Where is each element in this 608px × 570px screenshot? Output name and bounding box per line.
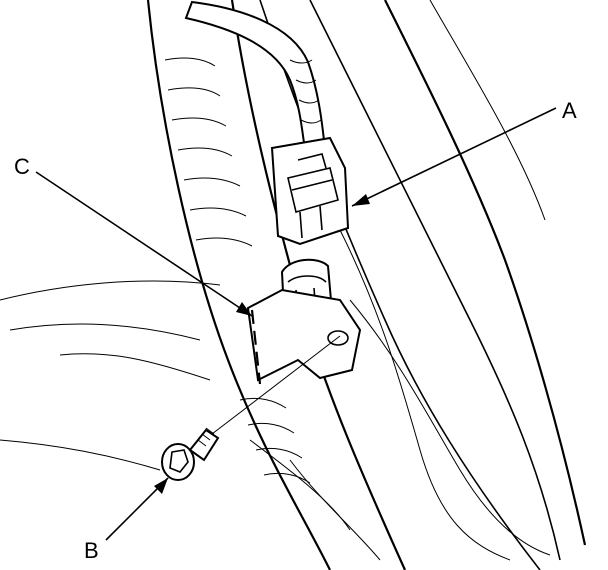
leader-line-b (105, 477, 169, 541)
connector-plug (270, 136, 350, 246)
callout-label-a: A (562, 98, 577, 123)
leader-line-c (35, 171, 253, 317)
sensor-bracket (246, 258, 362, 385)
installation-guide-line (211, 335, 341, 435)
callout-label-b: B (84, 538, 99, 563)
leader-line-a (351, 107, 557, 207)
pillar-ribs (164, 57, 311, 484)
flange-bolt (161, 427, 220, 481)
callout-label-c: C (14, 154, 30, 179)
